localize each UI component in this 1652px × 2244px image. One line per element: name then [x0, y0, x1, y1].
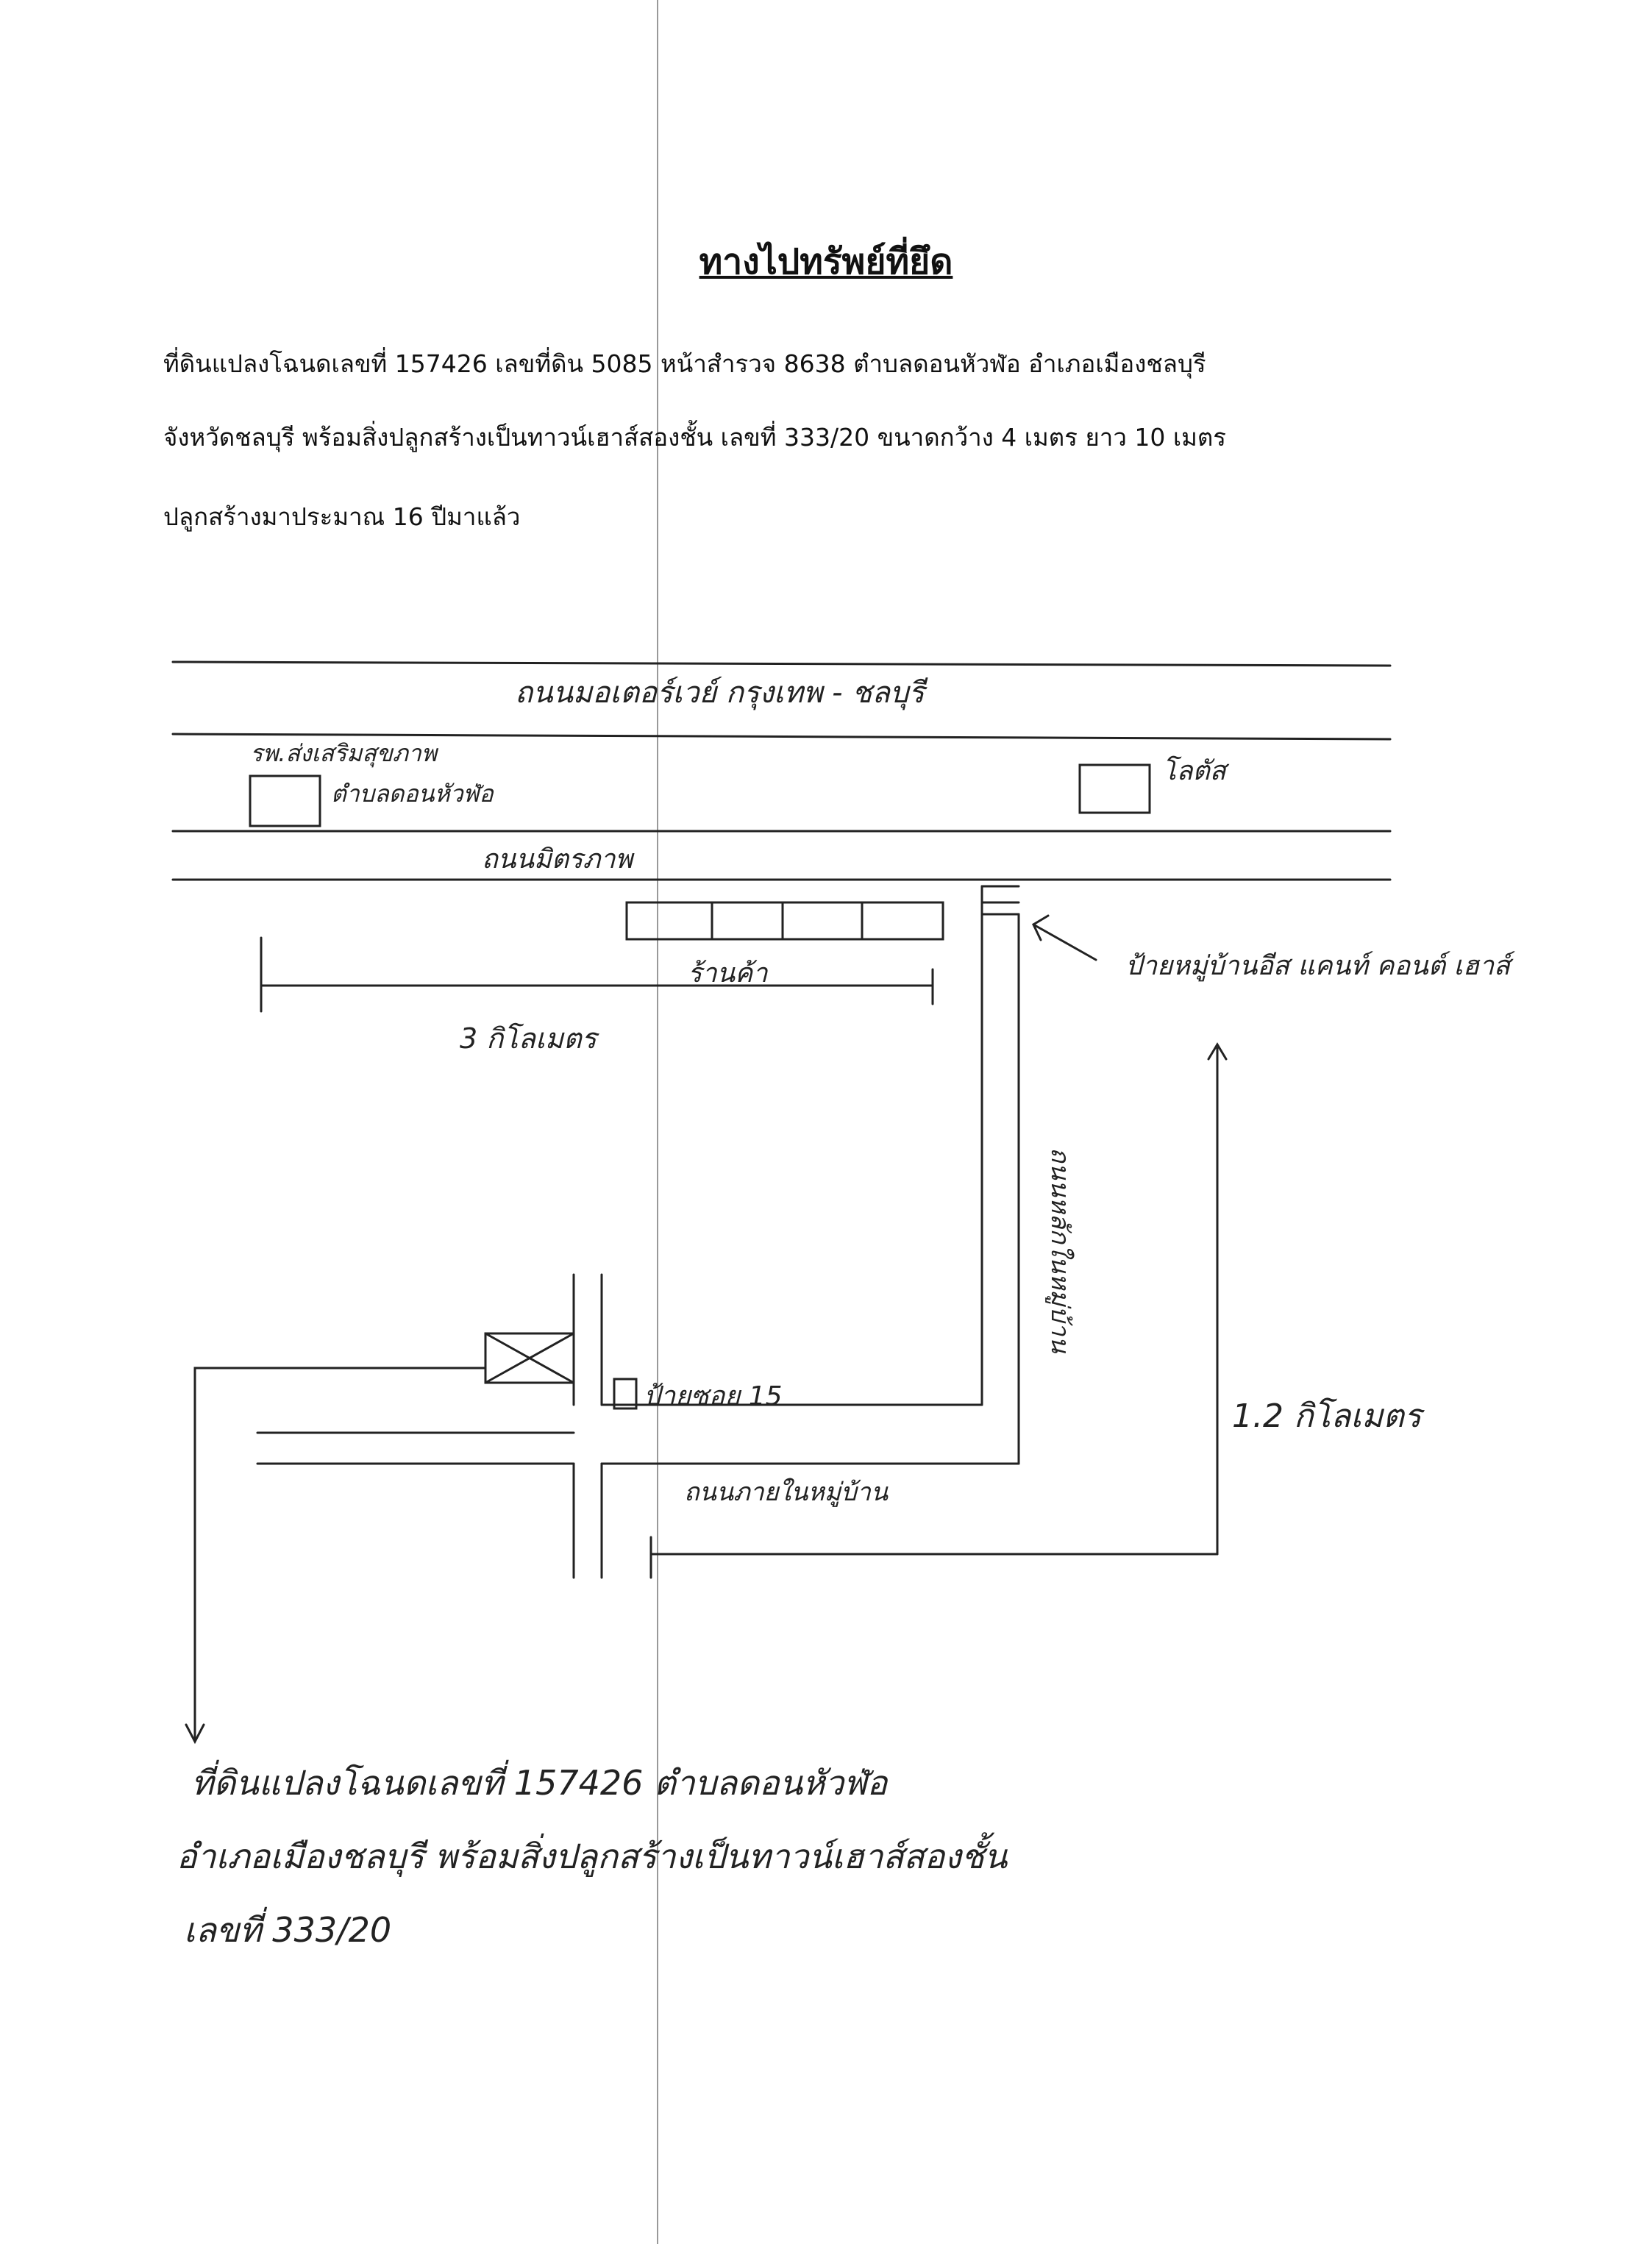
- soi-sign-marker: [613, 1378, 638, 1410]
- lotus-marker: [1078, 763, 1151, 814]
- motorway-label: ถนนมอเตอร์เวย์ กรุงเทพ - ชลบุรี: [515, 676, 928, 710]
- motorway-line-bottom: [171, 733, 1392, 741]
- distance-3km-label: 3 กิโลเมตร: [460, 1022, 600, 1055]
- hospital-sub-label: ตำบลดอนหัวฬ่อ: [331, 780, 494, 808]
- description-line-2: จังหวัดชลบุรี พร้อมสิ่งปลูกสร้างเป็นทาวน…: [163, 423, 1227, 452]
- hospital-label: รพ.ส่งเสริมสุขภาพ: [250, 739, 439, 768]
- village-main-road-label: ถนนหลักในหมู่บ้าน: [1045, 1147, 1075, 1353]
- distance-1-2km-label: 1.2 กิโลเมตร: [1232, 1397, 1425, 1435]
- lotus-label: โลตัส: [1162, 755, 1230, 786]
- property-note-line-2: อำเภอเมืองชลบุรี พร้อมสิ่งปลูกสร้างเป็นท…: [177, 1832, 1008, 1877]
- soi-sign-label: ป้ายซอย 15: [644, 1381, 783, 1411]
- shops-marker: [625, 901, 944, 941]
- description-line-3: ปลูกสร้างมาประมาณ 16 ปีมาแล้ว: [163, 502, 521, 531]
- paper-fold-line: [657, 0, 658, 2244]
- motorway-line-top: [171, 660, 1392, 667]
- target-property-marker: [484, 1332, 575, 1384]
- village-sign-label: ป้ายหมู่บ้านอีส แคนท์ คอนต์ เฮาส์: [1125, 951, 1515, 982]
- page-title: ทางไปทรัพย์ที่ยึด: [699, 241, 953, 282]
- village-inner-road-label: ถนนภายในหมู่บ้าน: [684, 1478, 889, 1507]
- mittraphap-label: ถนนมิตรภาพ: [482, 844, 635, 875]
- shops-label: ร้านค้า: [688, 958, 769, 989]
- property-note-line-1: ที่ดินแปลงโฉนดเลขที่ 157426 ตำบลดอนหัวฬ่…: [191, 1759, 889, 1803]
- hospital-marker: [249, 774, 321, 827]
- description-line-1: ที่ดินแปลงโฉนดเลขที่ 157426 เลขที่ดิน 50…: [163, 349, 1206, 378]
- property-note-line-3: เลขที่ 333/20: [184, 1906, 391, 1950]
